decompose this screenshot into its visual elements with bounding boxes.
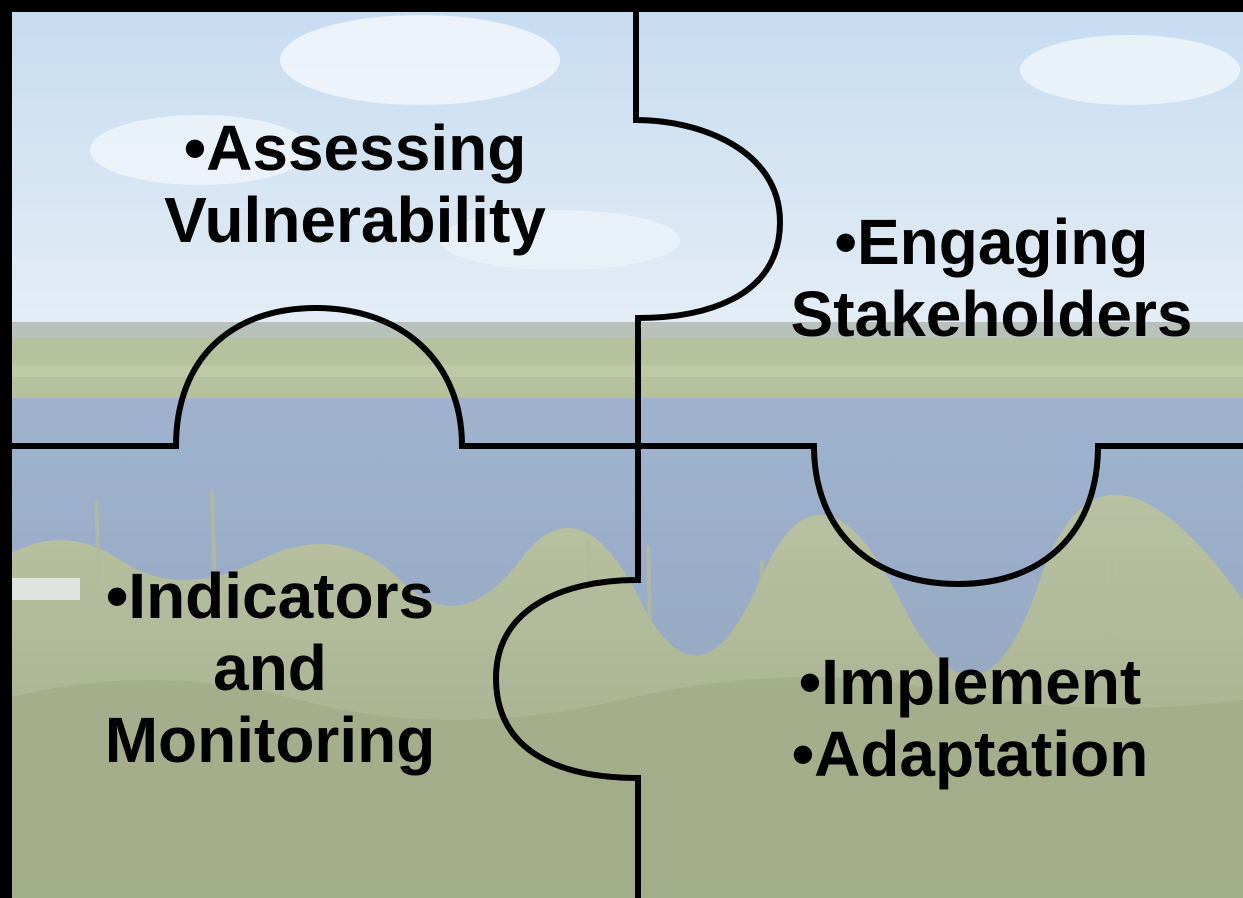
piece-label-line: •Implement — [798, 646, 1142, 718]
cloud — [1020, 35, 1240, 105]
divider-left-horizontal — [6, 304, 638, 449]
cloud — [280, 15, 560, 105]
piece-label-line: Monitoring — [104, 704, 436, 776]
piece-label-line: Vulnerability — [164, 184, 546, 256]
piece-implement-adaptation: •Implement •Adaptation — [720, 646, 1220, 790]
piece-label-line: •Adaptation — [791, 718, 1149, 790]
cloud — [440, 210, 680, 270]
divider-right-horizontal — [638, 443, 1243, 588]
piece-engaging-stakeholders: •Engaging Stakeholders — [740, 206, 1243, 350]
piece-label-line: •Engaging — [834, 206, 1149, 278]
shore-structure — [10, 578, 80, 600]
far-shore — [0, 322, 1243, 340]
cloud — [90, 115, 310, 185]
piece-label-line: Stakeholders — [790, 278, 1193, 350]
piece-indicators-and-monitoring: •Indicators and Monitoring — [40, 560, 500, 776]
piece-label-line: •Assessing — [183, 112, 527, 184]
piece-assessing-vulnerability: •Assessing Vulnerability — [110, 112, 600, 256]
divider-bottom-vertical — [492, 446, 641, 898]
piece-label-line: and — [213, 632, 327, 704]
divider-top-vertical — [633, 6, 784, 445]
piece-label-line: •Indicators — [105, 560, 435, 632]
